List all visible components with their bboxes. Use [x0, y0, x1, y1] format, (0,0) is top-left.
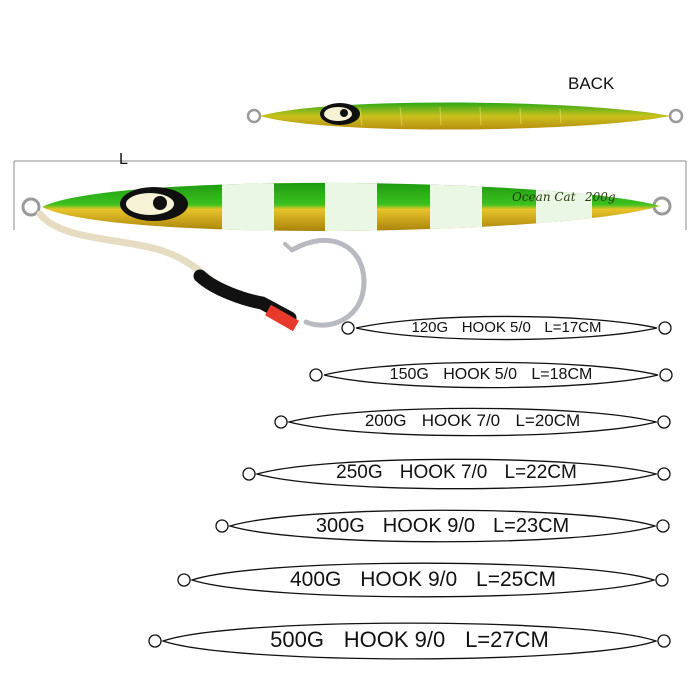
size-outline-5: [215, 509, 670, 543]
size-spec-6: 400G HOOK 9/0 L=25CM: [290, 567, 556, 592]
size-length: L=27CM: [465, 627, 549, 653]
front-eyelet-icon: [21, 197, 41, 217]
size-spec-1: 120G HOOK 5/0 L=17CM: [411, 319, 601, 337]
size-spec-4: 250G HOOK 7/0 L=22CM: [336, 462, 577, 485]
jig-side-view: Ocean Cat 200g: [21, 182, 672, 332]
size-weight: 250G: [336, 462, 383, 484]
size-hook: HOOK 9/0: [360, 567, 458, 591]
size-length: L=22CM: [504, 462, 577, 484]
brand-script: Ocean Cat: [512, 190, 576, 204]
size-hook: HOOK 9/0: [343, 627, 446, 653]
weight-mark: 200g: [584, 190, 616, 204]
size-outline-1: [341, 315, 672, 341]
size-outline-7: [148, 622, 671, 660]
size-length: L=25CM: [476, 567, 556, 591]
size-outline-4: [242, 458, 671, 490]
size-length: L=18CM: [531, 366, 593, 384]
size-spec-2: 150G HOOK 5/0 L=18CM: [390, 365, 593, 384]
size-length: L=20CM: [515, 411, 581, 431]
size-outline-3: [274, 407, 671, 437]
size-hook: HOOK 9/0: [382, 514, 476, 537]
size-hook: HOOK 5/0: [461, 318, 531, 336]
size-hook: HOOK 7/0: [399, 462, 488, 484]
size-spec-5: 300G HOOK 9/0 L=23CM: [316, 514, 569, 538]
shrink-tube: [193, 269, 297, 325]
size-hook: HOOK 5/0: [443, 366, 518, 384]
size-weight: 150G: [389, 366, 429, 384]
size-outline-2: [309, 361, 673, 389]
leader-tube: [265, 304, 299, 332]
length-dimension-bracket: [13, 160, 687, 230]
size-length: L=23CM: [493, 514, 570, 537]
size-spec-3: 200G HOOK 7/0 L=20CM: [365, 411, 580, 431]
size-outline-6: [177, 562, 669, 598]
size-weight: 400G: [290, 567, 342, 591]
jig-back-view: [246, 102, 684, 130]
assist-line: [36, 210, 216, 286]
size-hook: HOOK 7/0: [421, 411, 501, 431]
length-label: L: [119, 151, 128, 168]
size-weight: 120G: [411, 318, 449, 336]
size-spec-7: 500G HOOK 9/0 L=27CM: [270, 627, 549, 653]
size-weight: 300G: [315, 514, 365, 537]
size-length: L=17CM: [544, 318, 602, 336]
size-weight: 500G: [270, 627, 324, 653]
hook-icon: [283, 237, 367, 328]
size-weight: 200G: [364, 411, 407, 431]
back-view-label: BACK: [568, 74, 615, 93]
size-chart: [148, 315, 673, 660]
